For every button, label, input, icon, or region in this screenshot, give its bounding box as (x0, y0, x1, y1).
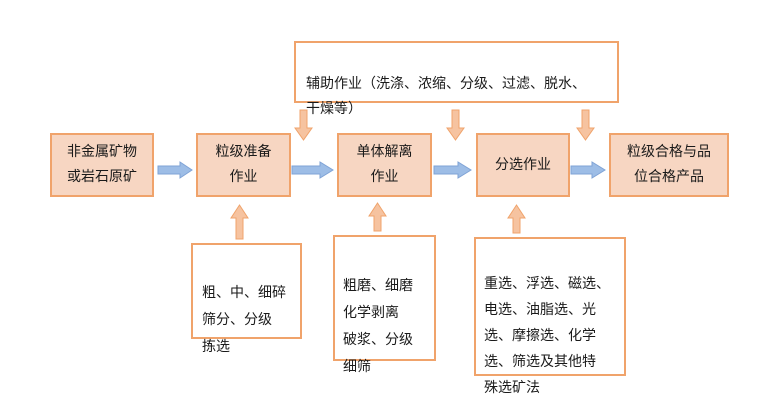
separation-box: 分选作业 (476, 133, 570, 197)
liberation-box: 单体解离 作业 (337, 133, 432, 197)
size-prep-box: 粒级准备 作业 (196, 133, 291, 197)
arrow-separation-to-product (570, 161, 606, 179)
arrow-liberation-to-separation (433, 161, 472, 179)
auxiliary-operations-box: 辅助作业（洗涤、浓缩、分级、过滤、脱水、 干燥等） (294, 41, 619, 117)
auxiliary-operations-label: 辅助作业（洗涤、浓缩、分级、过滤、脱水、 干燥等） (306, 76, 586, 117)
arrow-raw-to-prep (157, 161, 193, 179)
size-prep-methods-label: 粗、中、细碎 筛分、分级 拣选 (202, 285, 286, 355)
arrow-aux-down-3 (576, 109, 595, 141)
raw-material-label: 非金属矿物 或岩石原矿 (67, 144, 137, 185)
liberation-label: 单体解离 作业 (356, 144, 413, 185)
size-prep-methods-box: 粗、中、细碎 筛分、分级 拣选 (191, 243, 302, 355)
product-label: 粒级合格与品 位合格产品 (627, 144, 711, 185)
size-prep-label: 粒级准备 作业 (215, 144, 272, 185)
arrow-up-liberation (368, 202, 387, 232)
separation-methods-label: 重选、浮选、磁选、 电选、油脂选、光 选、摩擦选、化学 选、筛选及其他特 殊选矿… (484, 276, 610, 396)
separation-label: 分选作业 (495, 156, 551, 173)
product-box: 粒级合格与品 位合格产品 (609, 133, 729, 197)
arrow-up-size-prep (230, 204, 249, 240)
raw-material-box: 非金属矿物 或岩石原矿 (50, 133, 154, 197)
arrow-up-separation (507, 204, 526, 234)
arrow-aux-down-1 (294, 109, 313, 141)
liberation-methods-label: 粗磨、细磨 化学剥离 破浆、分级 细筛 (343, 278, 413, 375)
arrow-aux-down-2 (446, 109, 465, 141)
separation-methods-box: 重选、浮选、磁选、 电选、油脂选、光 选、摩擦选、化学 选、筛选及其他特 殊选矿… (474, 237, 626, 396)
arrow-prep-to-liberation (291, 161, 334, 179)
liberation-methods-box: 粗磨、细磨 化学剥离 破浆、分级 细筛 (333, 235, 436, 375)
